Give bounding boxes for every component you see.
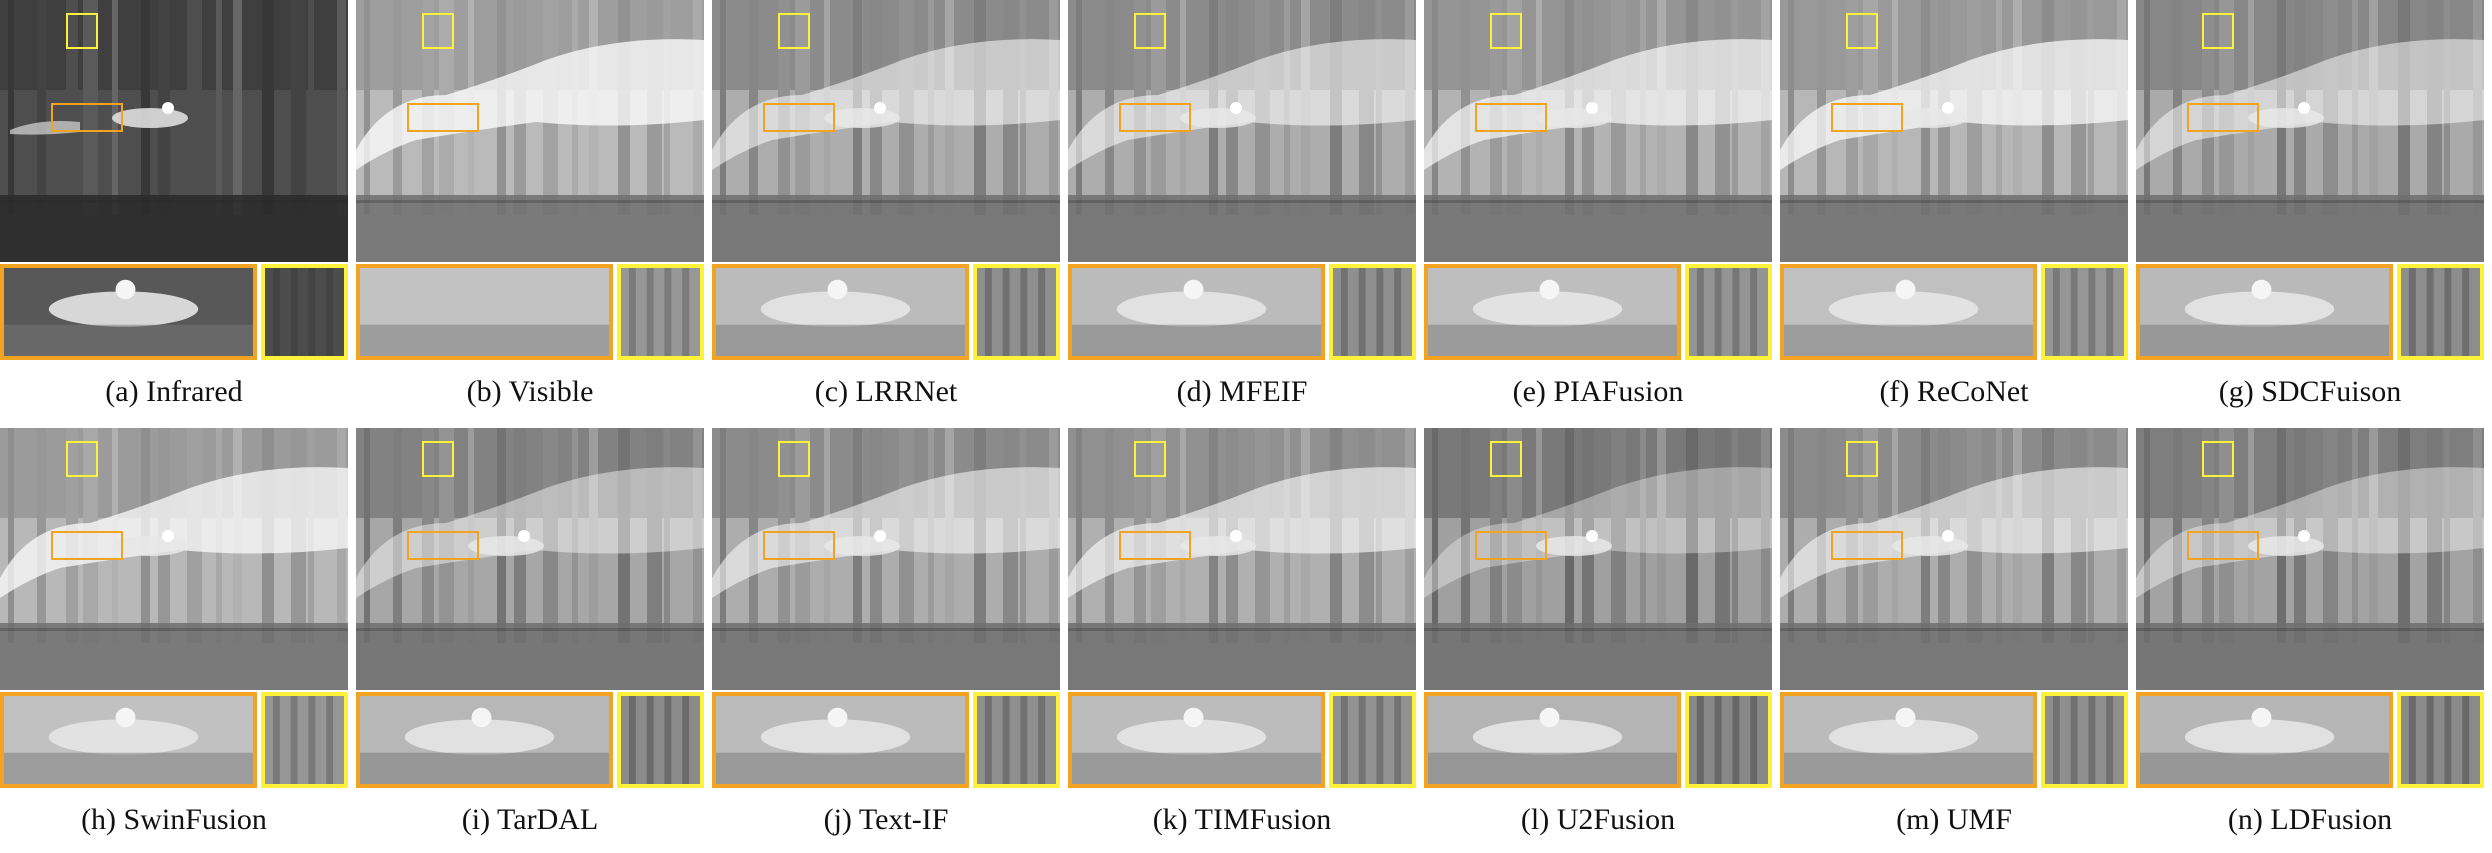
fused-image (0, 0, 348, 262)
orange-zoom-inset (712, 692, 969, 788)
panel-caption: (n) LDFusion (2227, 803, 2393, 836)
yellow-zoom-inset (1685, 264, 1772, 360)
panel-caption: (h) SwinFusion (81, 803, 267, 836)
yellow-zoom-inset (973, 692, 1060, 788)
panel-caption: (i) TarDAL (461, 803, 599, 836)
yellow-zoom-inset (261, 692, 348, 788)
figure-panel: (j) Text-IF (712, 428, 1060, 853)
figure-panel: (e) PIAFusion (1424, 0, 1772, 425)
yellow-zoom-inset (1685, 692, 1772, 788)
fused-image (1424, 0, 1772, 262)
fused-image (1068, 428, 1416, 690)
orange-zoom-inset (1424, 264, 1681, 360)
orange-zoom-inset (0, 264, 257, 360)
figure-panel: (c) LRRNet (712, 0, 1060, 425)
panel-caption: (c) LRRNet (814, 375, 958, 408)
orange-zoom-inset (2136, 692, 2393, 788)
panel-caption: (e) PIAFusion (1512, 375, 1684, 408)
fused-image (356, 428, 704, 690)
panel-caption: (l) U2Fusion (1520, 803, 1676, 836)
orange-zoom-inset (0, 692, 257, 788)
orange-zoom-inset (1068, 692, 1325, 788)
panel-caption: (a) Infrared (105, 375, 243, 408)
fused-image (356, 0, 704, 262)
panel-caption: (b) Visible (466, 375, 594, 408)
yellow-zoom-inset (2041, 692, 2128, 788)
yellow-zoom-inset (617, 692, 704, 788)
figure-panel: (g) SDCFuison (2136, 0, 2484, 425)
orange-zoom-inset (712, 264, 969, 360)
orange-zoom-inset (1068, 264, 1325, 360)
fused-image (1780, 0, 2128, 262)
panel-caption: (k) TIMFusion (1152, 803, 1332, 836)
panel-caption: (f) ReCoNet (1879, 375, 2029, 408)
yellow-zoom-inset (2397, 692, 2484, 788)
panel-caption: (m) UMF (1896, 803, 2012, 836)
fused-image (1424, 428, 1772, 690)
panel-caption: (j) Text-IF (823, 803, 949, 836)
orange-zoom-inset (1780, 692, 2037, 788)
fused-image (712, 428, 1060, 690)
figure-panel: (l) U2Fusion (1424, 428, 1772, 853)
panel-caption: (d) MFEIF (1176, 375, 1308, 408)
figure-panel: (m) UMF (1780, 428, 2128, 853)
yellow-zoom-inset (2397, 264, 2484, 360)
fused-image (712, 0, 1060, 262)
fused-image (2136, 0, 2484, 262)
orange-zoom-inset (1424, 692, 1681, 788)
orange-zoom-inset (1780, 264, 2037, 360)
figure-panel: (f) ReCoNet (1780, 0, 2128, 425)
fused-image (1780, 428, 2128, 690)
figure-panel: (k) TIMFusion (1068, 428, 1416, 853)
yellow-zoom-inset (2041, 264, 2128, 360)
figure-panel: (a) Infrared (0, 0, 348, 425)
figure-panel: (h) SwinFusion (0, 428, 348, 853)
yellow-zoom-inset (261, 264, 348, 360)
orange-zoom-inset (2136, 264, 2393, 360)
yellow-zoom-inset (1329, 264, 1416, 360)
fused-image (2136, 428, 2484, 690)
figure-panel: (n) LDFusion (2136, 428, 2484, 853)
panel-caption: (g) SDCFuison (2218, 375, 2402, 408)
figure-panel: (b) Visible (356, 0, 704, 425)
yellow-zoom-inset (973, 264, 1060, 360)
figure-panel: (d) MFEIF (1068, 0, 1416, 425)
yellow-zoom-inset (617, 264, 704, 360)
orange-zoom-inset (356, 692, 613, 788)
yellow-zoom-inset (1329, 692, 1416, 788)
fused-image (1068, 0, 1416, 262)
figure-panel: (i) TarDAL (356, 428, 704, 853)
orange-zoom-inset (356, 264, 613, 360)
fused-image (0, 428, 348, 690)
